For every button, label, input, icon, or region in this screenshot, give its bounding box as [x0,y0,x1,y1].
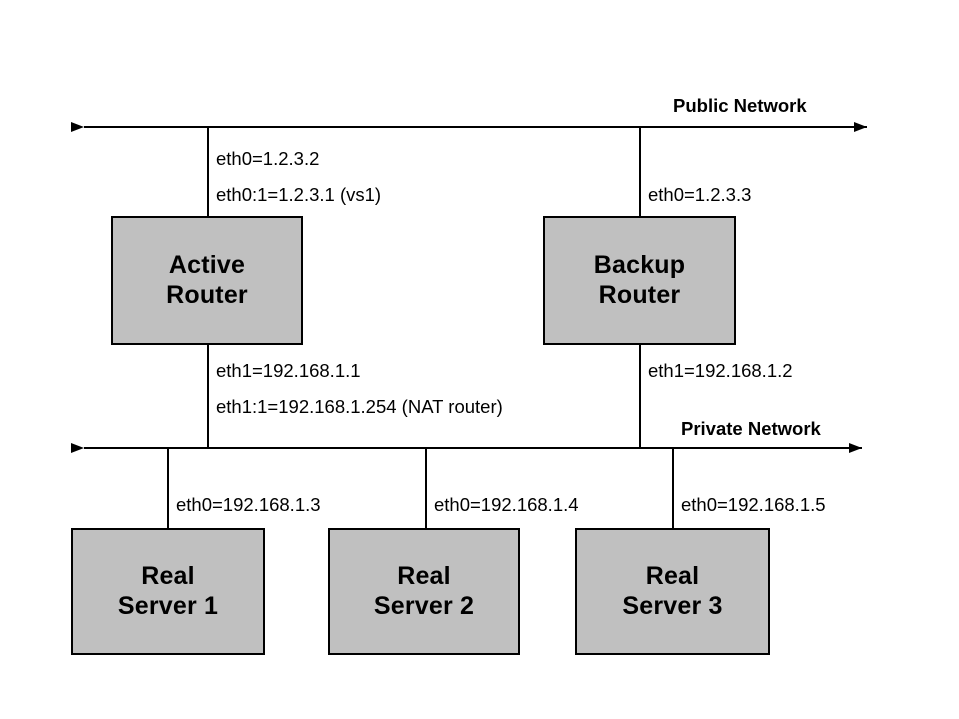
node-real-server-2-line2: Server 2 [373,591,475,620]
backup-router-eth0-label: eth0=1.2.3.3 [648,184,752,205]
public-network-label: Public Network [673,95,807,116]
node-active-router[interactable]: Active Router [111,216,303,345]
node-real-server-3-line2: Server 3 [622,591,723,620]
node-backup-router[interactable]: Backup Router [543,216,736,345]
node-real-server-1-line1: Real [141,562,195,590]
backup-router-eth1-label: eth1=192.168.1.2 [648,360,793,381]
active-router-eth1-label: eth1=192.168.1.1 [216,360,361,381]
node-backup-router-line1: Backup [593,251,686,279]
node-backup-router-line2: Router [598,280,681,309]
node-real-server-1-line2: Server 1 [117,591,219,620]
node-active-router-line2: Router [166,280,248,309]
node-real-server-1[interactable]: Real Server 1 [71,528,265,655]
active-router-eth0-alias-label: eth0:1=1.2.3.1 (vs1) [216,184,382,205]
private-network-label: Private Network [681,418,821,439]
node-real-server-2[interactable]: Real Server 2 [328,528,520,655]
node-real-server-3-line1: Real [645,562,700,590]
node-real-server-2-line1: Real [397,562,451,590]
real-server-3-eth0-label: eth0=192.168.1.5 [681,494,826,515]
active-router-eth0-label: eth0=1.2.3.2 [216,148,320,169]
real-server-1-eth0-label: eth0=192.168.1.3 [176,494,321,515]
node-active-router-line1: Active [168,251,246,279]
active-router-eth1-alias-label: eth1:1=192.168.1.254 (NAT router) [216,396,503,417]
node-real-server-3[interactable]: Real Server 3 [575,528,770,655]
real-server-2-eth0-label: eth0=192.168.1.4 [434,494,579,515]
